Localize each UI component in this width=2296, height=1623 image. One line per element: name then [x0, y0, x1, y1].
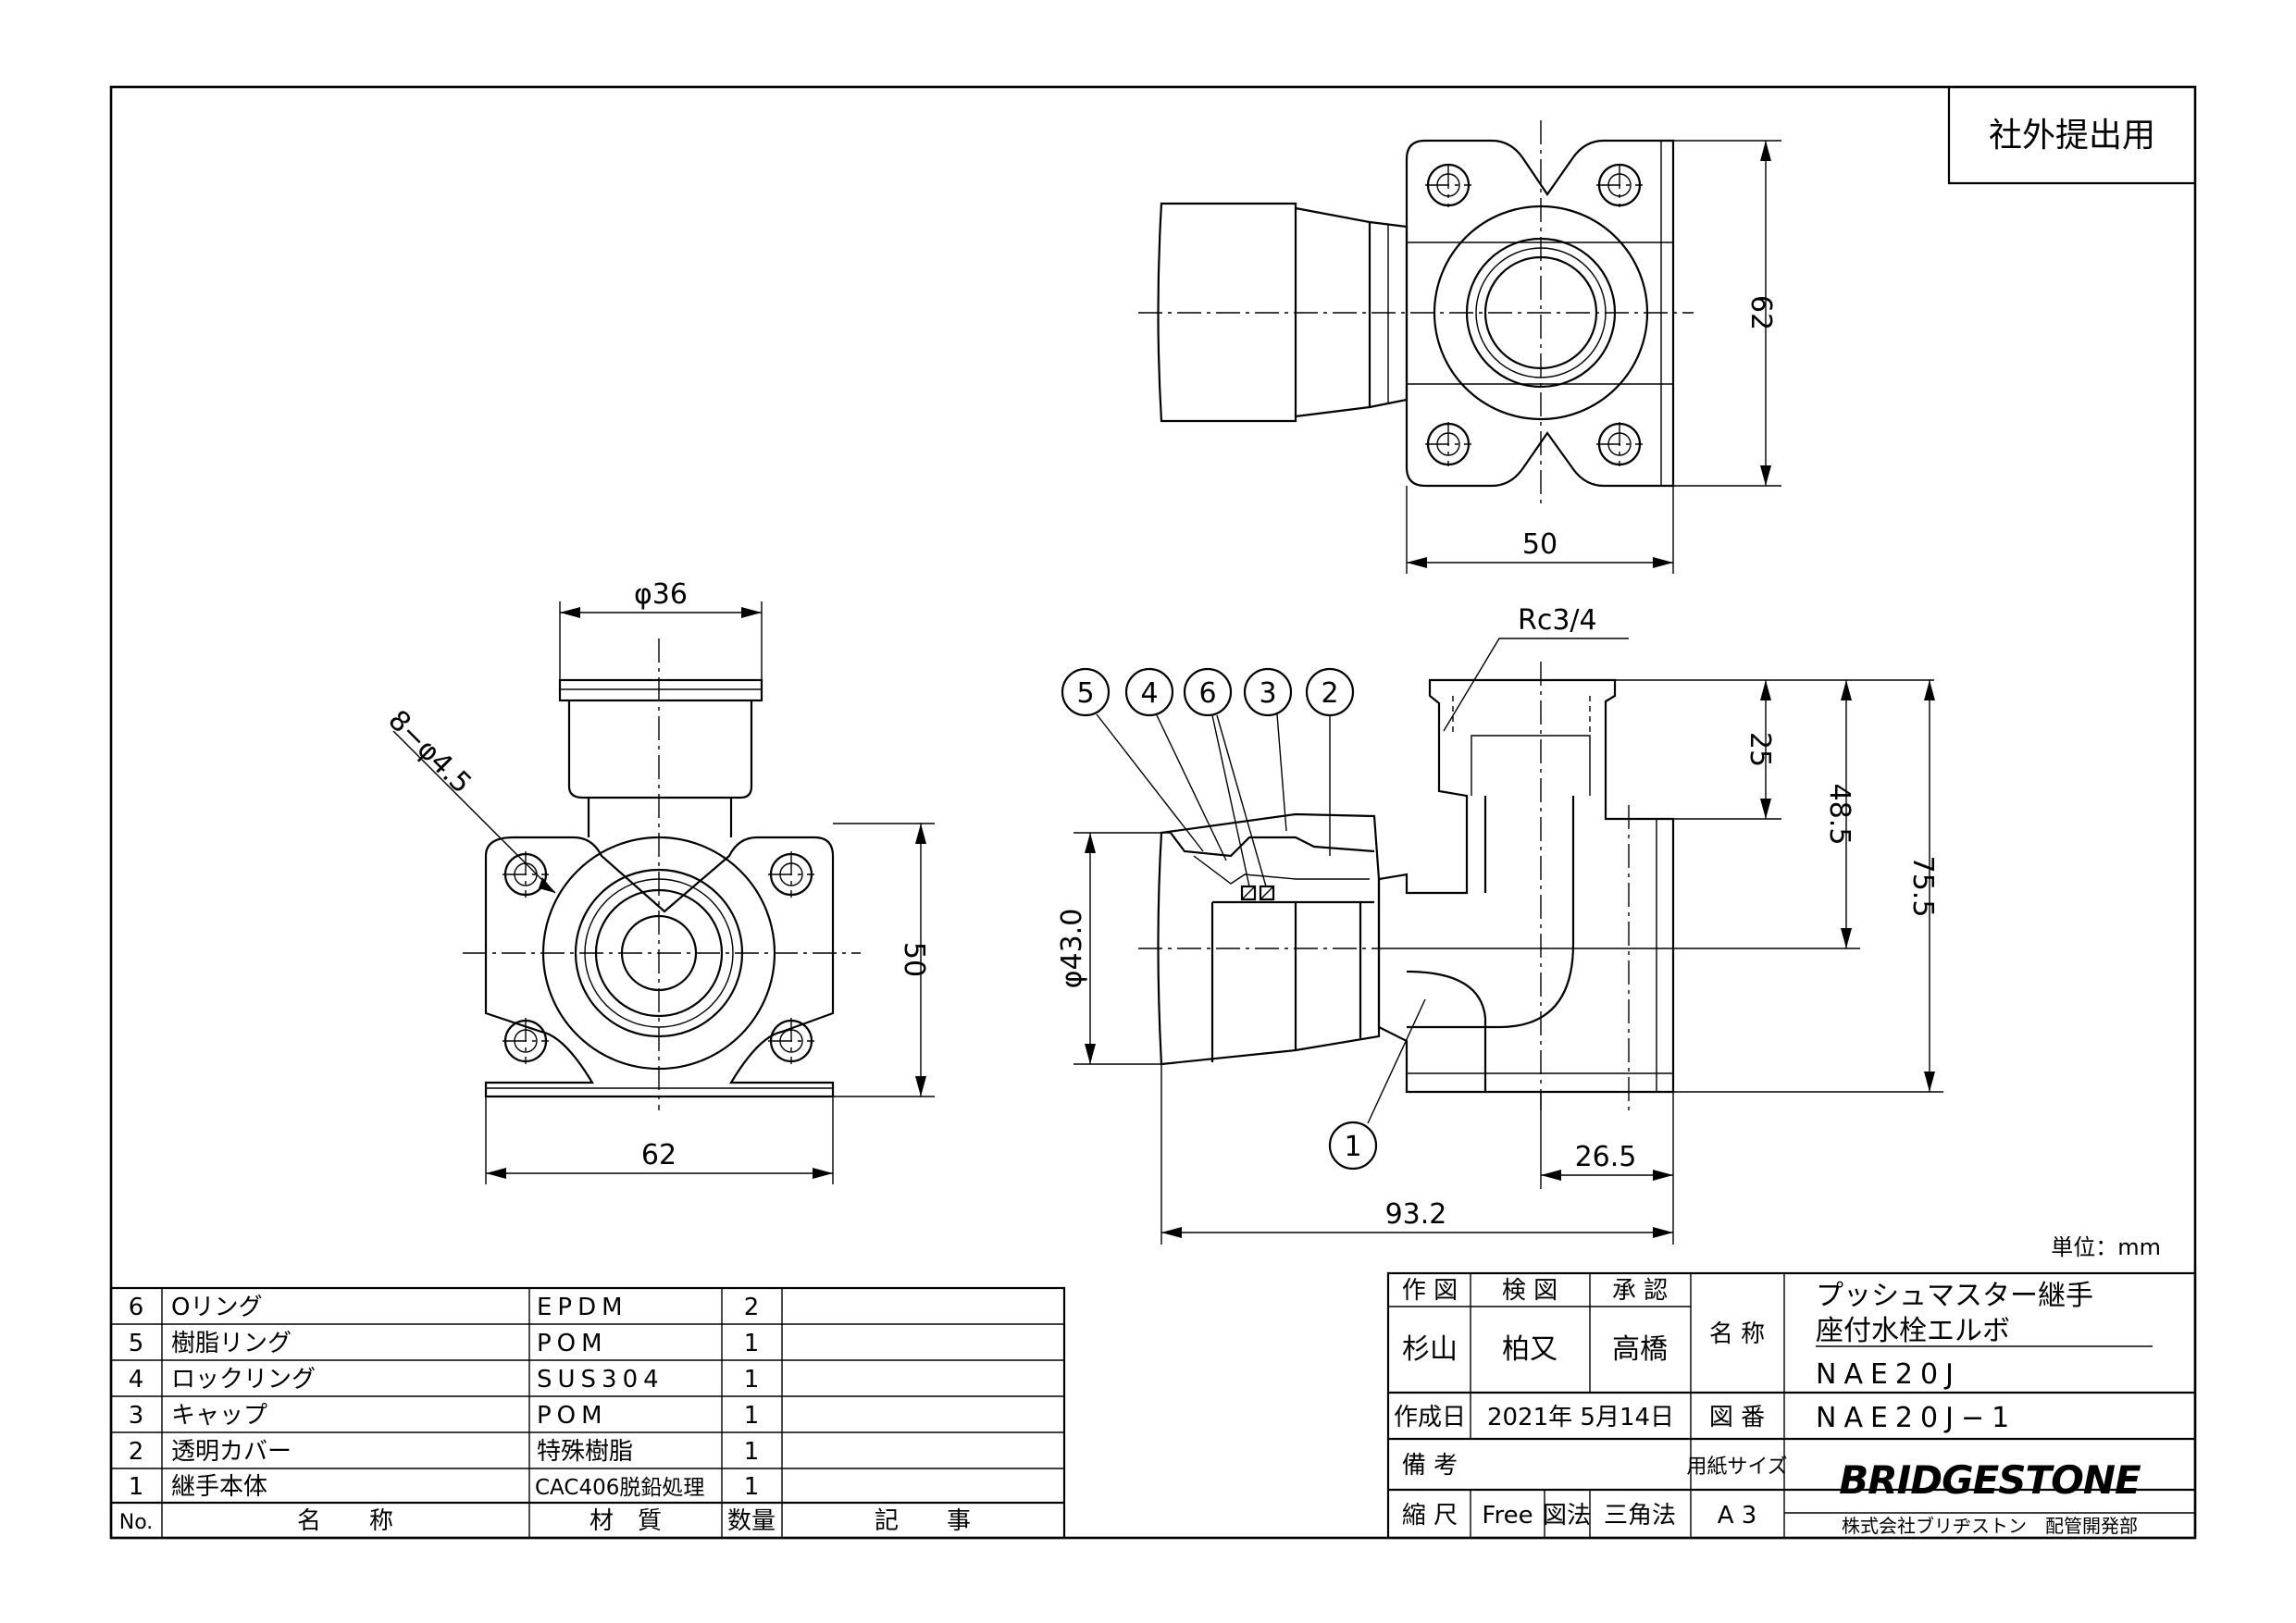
- checked-by: 柏又: [1502, 1333, 1558, 1366]
- front-view: φ36 8−φ4.5 50 62: [381, 578, 935, 1184]
- method-label: 図法: [1543, 1502, 1591, 1530]
- row-4-material: SUS304: [537, 1366, 664, 1394]
- balloon-5: 5: [1061, 667, 1111, 717]
- dim-top-height: 62: [1744, 295, 1777, 330]
- scale: Free: [1482, 1502, 1533, 1530]
- row-5-material: POM: [537, 1330, 608, 1357]
- method: 三角法: [1604, 1502, 1676, 1530]
- row-6-no: 6: [129, 1294, 144, 1321]
- svg-text:6: 6: [1198, 677, 1216, 710]
- row-3-material: POM: [537, 1402, 608, 1430]
- row-1-no: 1: [129, 1473, 144, 1501]
- dim-top-width: 50: [1522, 528, 1558, 561]
- svg-text:4: 4: [1140, 677, 1158, 710]
- row-3-qty: 1: [744, 1402, 760, 1430]
- remarks-label: 備 考: [1402, 1452, 1458, 1480]
- header-note: 記 事: [875, 1507, 971, 1535]
- scale-label: 縮 尺: [1402, 1502, 1458, 1530]
- paper-label: 用紙サイズ: [1686, 1456, 1787, 1479]
- drawing-no-label: 図 番: [1709, 1404, 1765, 1431]
- company-name: 株式会社ブリヂストン 配管開発部: [1842, 1515, 2138, 1537]
- header-no: No.: [119, 1511, 154, 1534]
- drawing-border: [109, 85, 2197, 1540]
- dim-thread: Rc3/4: [1518, 604, 1597, 637]
- row-2-no: 2: [129, 1438, 144, 1466]
- side-view: 5 4 6 3 2 1 Rc3/4 25 48.5 75.5: [1056, 604, 1943, 1245]
- dim-side-inner: 25: [1744, 732, 1776, 767]
- row-4-qty: 1: [744, 1366, 760, 1394]
- row-1-name: 継手本体: [171, 1473, 267, 1501]
- svg-text:3: 3: [1259, 677, 1276, 710]
- model: NAE20J: [1816, 1358, 1961, 1391]
- balloon-6: 6: [1183, 667, 1233, 717]
- header-material: 材 質: [590, 1507, 662, 1535]
- top-view: 62 50: [1138, 120, 1781, 574]
- row-2-qty: 1: [744, 1438, 760, 1466]
- parts-table: 6 Oリング EPDM 2 5 樹脂リング POM 1 4 ロックリング SUS…: [109, 1286, 1066, 1540]
- row-6-qty: 2: [744, 1294, 760, 1321]
- row-2-name: 透明カバー: [171, 1438, 292, 1466]
- dim-side-mid: 48.5: [1823, 784, 1855, 846]
- row-4-no: 4: [129, 1366, 144, 1394]
- approved-label: 承 認: [1612, 1277, 1668, 1305]
- balloon-4: 4: [1124, 667, 1174, 717]
- name-label: 名 称: [1709, 1320, 1765, 1348]
- row-1-material: CAC406脱鉛処理: [535, 1476, 704, 1500]
- paper-size: A 3: [1718, 1502, 1757, 1530]
- row-3-no: 3: [129, 1402, 144, 1430]
- drawing-no: NAE20J−1: [1816, 1402, 2017, 1434]
- unit-note: 単位：mm: [2051, 1234, 2161, 1260]
- product-line2: 座付水栓エルボ: [1816, 1315, 2010, 1347]
- row-5-no: 5: [129, 1330, 144, 1357]
- dim-front-dia: φ36: [634, 578, 688, 611]
- dim-side-total: 75.5: [1906, 856, 1939, 918]
- title-block: 作 図 検 図 承 認 杉山 柏又 高橋 名 称 プッシュマスター継手 座付水栓…: [1386, 1271, 2197, 1540]
- dim-side-dia: φ43.0: [1056, 909, 1088, 989]
- approved-by: 高橋: [1612, 1333, 1668, 1366]
- balloon-2: 2: [1305, 667, 1355, 717]
- svg-text:2: 2: [1321, 677, 1338, 710]
- balloon-1: 1: [1328, 1121, 1378, 1171]
- row-6-name: Oリング: [171, 1294, 262, 1321]
- drawn-by: 杉山: [1402, 1333, 1458, 1366]
- row-2-material: 特殊樹脂: [537, 1438, 633, 1466]
- dim-side-offset: 26.5: [1575, 1141, 1637, 1173]
- header-qty: 数量: [727, 1507, 776, 1535]
- row-6-material: EPDM: [537, 1294, 628, 1321]
- header-name: 名 称: [297, 1507, 393, 1535]
- date-label: 作成日: [1394, 1404, 1466, 1431]
- checked-label: 検 図: [1502, 1277, 1558, 1305]
- stamp-box: 社外提出用: [1947, 87, 2195, 185]
- brand-logo: BRIDGESTONE: [1839, 1457, 2141, 1503]
- stamp-label: 社外提出用: [1989, 117, 2155, 155]
- row-4-name: ロックリング: [171, 1366, 316, 1394]
- dim-front-height: 50: [898, 942, 930, 977]
- dim-front-width: 62: [641, 1139, 676, 1171]
- row-5-qty: 1: [744, 1330, 760, 1357]
- dim-holes: 8−φ4.5: [381, 704, 478, 800]
- svg-text:1: 1: [1344, 1131, 1361, 1163]
- date: 2021年 5月14日: [1487, 1404, 1674, 1431]
- row-3-name: キャップ: [171, 1402, 267, 1430]
- row-1-qty: 1: [744, 1473, 760, 1501]
- drawn-label: 作 図: [1402, 1277, 1458, 1305]
- product-line1: プッシュマスター継手: [1816, 1280, 2093, 1312]
- dim-side-length: 93.2: [1385, 1198, 1447, 1231]
- row-5-name: 樹脂リング: [171, 1330, 292, 1357]
- svg-text:5: 5: [1076, 677, 1094, 710]
- balloon-3: 3: [1243, 667, 1293, 717]
